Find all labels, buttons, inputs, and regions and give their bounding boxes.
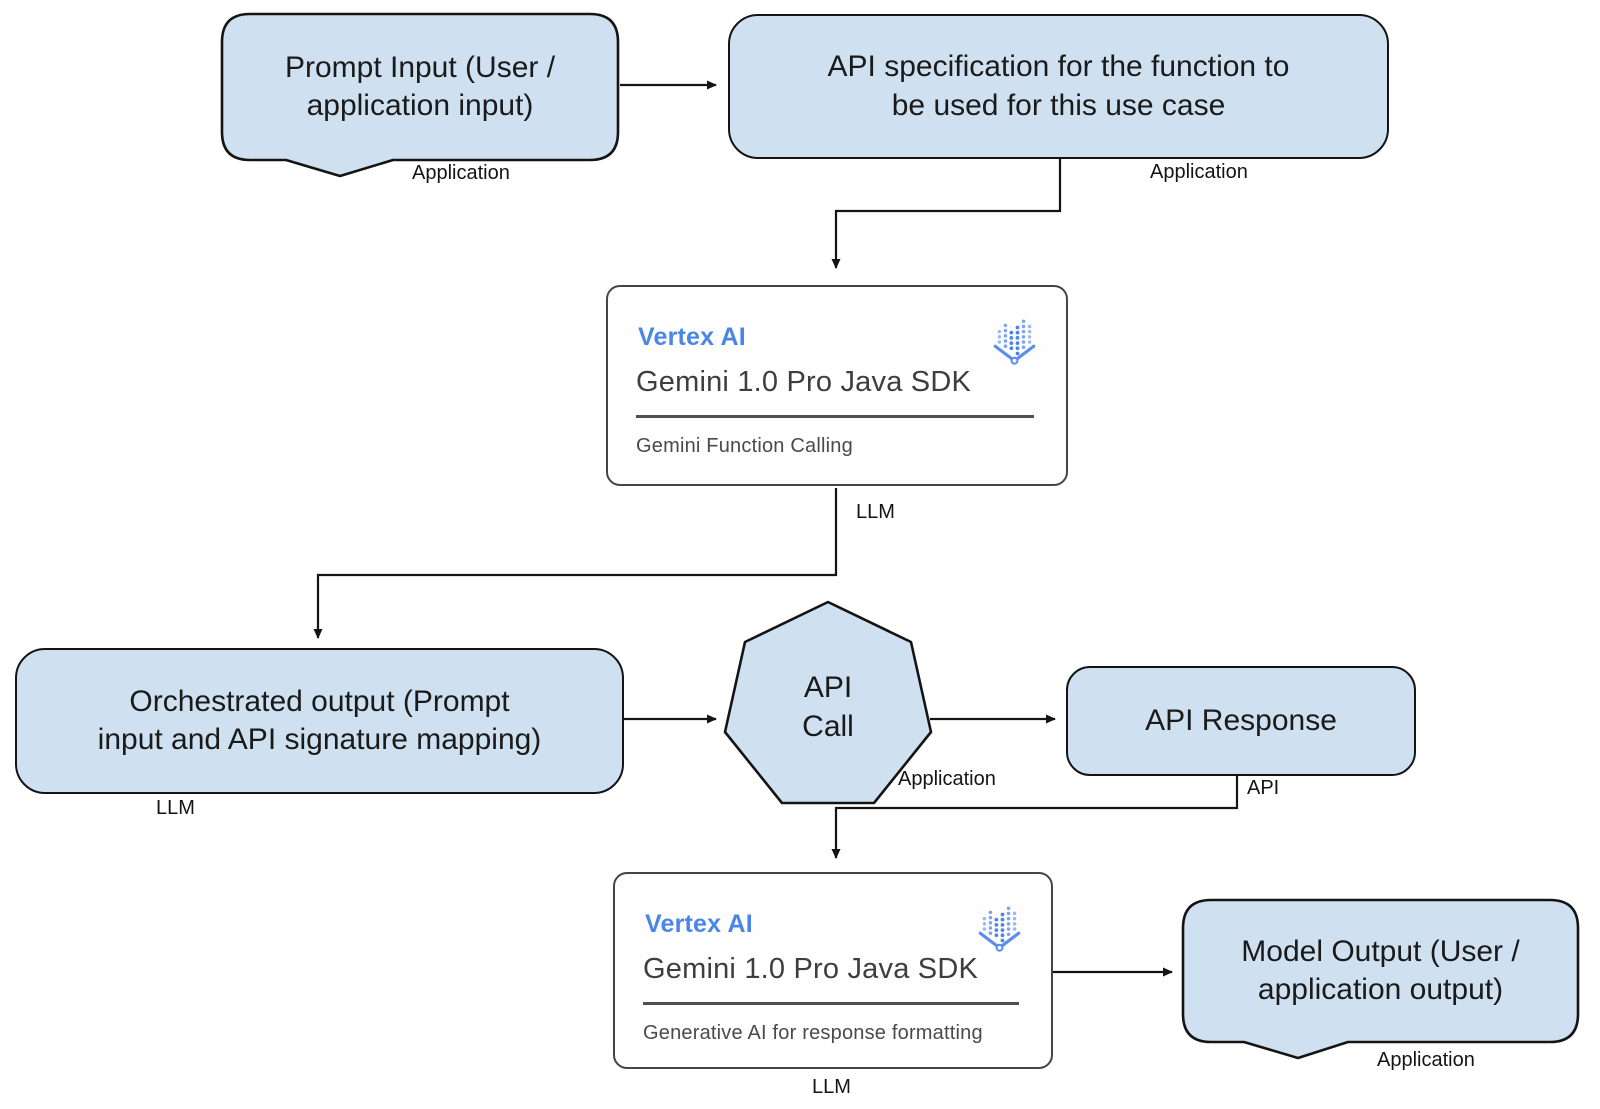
node-api-response: API Response [1066,666,1416,776]
vertex-ai-icon [993,319,1036,365]
card-divider [643,1002,1019,1005]
vertex-ai-product-name: Vertex AI [638,323,746,351]
tag-llm-gemini-response-formatting: LLM [812,1076,851,1098]
api-spec-line1: API specification for the function to [827,50,1290,84]
node-model-output-bubble [1181,898,1580,1060]
tag-application-api-spec: Application [1150,161,1248,183]
connector-apispec-to-gemini1 [831,157,1062,269]
orchestrated-output-line1: Orchestrated output (Prompt [129,684,510,718]
vertex-ai-icon [978,906,1021,952]
card-gemini-function-calling: Vertex AI Gemini 1.0 Pro Java SDK Gemini… [606,285,1068,486]
card-gemini-response-formatting: Vertex AI Gemini 1.0 Pro Java SDK Genera… [613,872,1053,1069]
vertex-ai-product-name: Vertex AI [645,910,753,938]
tag-application-prompt-input: Application [412,162,510,184]
connector-gemini1-to-orchestrated [313,488,838,639]
gemini-card-subtitle: Gemini Function Calling [636,435,853,457]
tag-llm-gemini-function-calling: LLM [856,501,895,523]
node-prompt-input-bubble [220,12,620,178]
api-spec-line2: be used for this use case [891,88,1226,122]
gemini-sdk-title: Gemini 1.0 Pro Java SDK [643,953,979,985]
tag-application-api-call: Application [898,768,996,790]
api-response-text: API Response [1145,703,1337,737]
tag-application-model-output: Application [1377,1049,1475,1071]
orchestrated-output-line2: input and API signature mapping) [97,723,542,756]
tag-llm-orchestrated-output: LLM [156,797,195,819]
node-orchestrated-output: Orchestrated output (Prompt input and AP… [15,648,624,794]
gemini-card-subtitle: Generative AI for response formatting [643,1022,983,1044]
gemini-sdk-title: Gemini 1.0 Pro Java SDK [636,366,972,398]
connector-apiresponse-to-gemini2 [831,772,1239,859]
node-api-spec: API specification for the function to be… [728,14,1389,159]
tag-api-response: API [1247,777,1280,799]
node-api-call-heptagon [723,600,933,805]
card-divider [636,415,1034,418]
